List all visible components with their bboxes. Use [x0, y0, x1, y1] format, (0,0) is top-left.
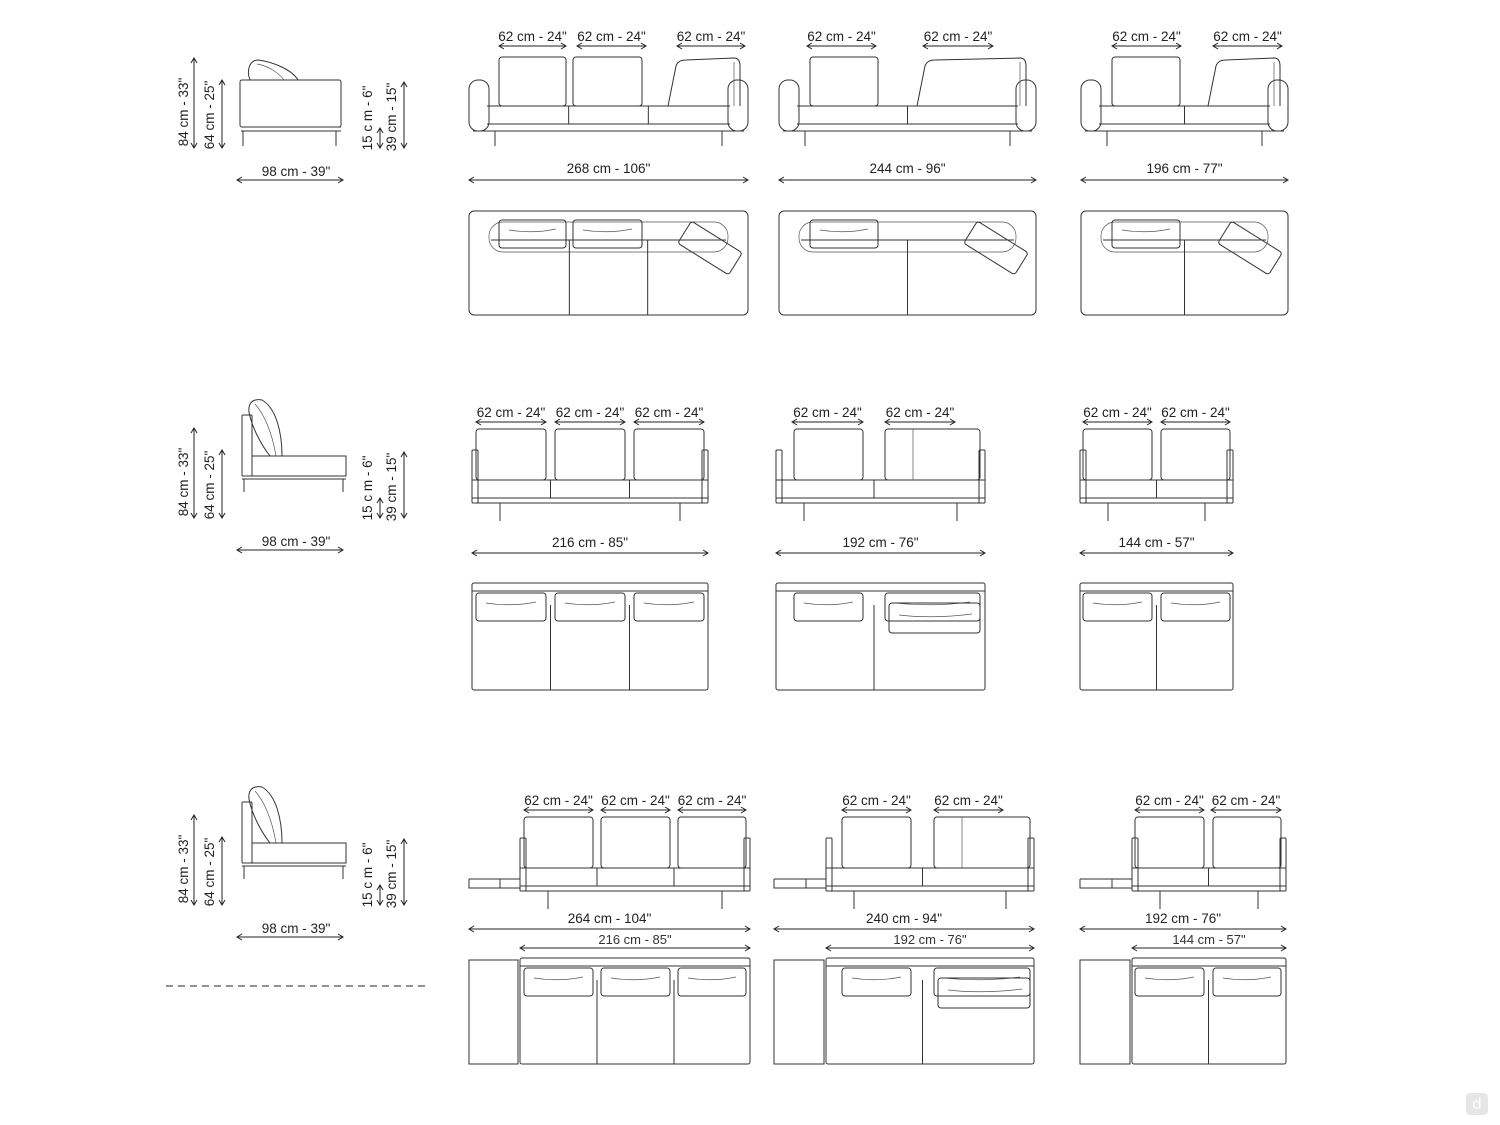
sofa-front-view: 62 cm - 24" 62 cm - 24" 62 cm - 24" 268 cm … [468, 29, 749, 184]
sofa-width-label: 196 cm - 77" [1146, 161, 1222, 176]
sofa-front-view: 62 cm - 24" 62 cm - 24" 144 cm - 57" [1079, 405, 1234, 557]
sofa-plan-view [468, 957, 751, 1065]
sofa-plan-view [1079, 582, 1234, 691]
sofa-front-view: 62 cm - 24" 62 cm - 24" 240 cm - 94" 192 cm… [773, 793, 1035, 952]
cushion-width-label: 62 cm - 24" [498, 29, 567, 44]
cushion-width-label: 62 cm - 24" [842, 793, 911, 808]
sofa-plan-view [471, 582, 709, 691]
sofa-front-view: 62 cm - 24" 62 cm - 24" 192 cm - 76" 144 cm… [1079, 793, 1287, 952]
cushion-width-label: 62 cm - 24" [793, 405, 862, 420]
sofa-plan-view [1080, 210, 1289, 316]
cushion-width-label: 62 cm - 24" [1213, 29, 1282, 44]
dimension-label-seat-height: 39 cm - 15" [384, 83, 399, 152]
dimension-label-leg-height: 15 c m - 6" [360, 842, 375, 907]
watermark-logo-icon: d [1466, 1093, 1488, 1115]
dimension-label-height-arm: 64 cm - 25" [202, 451, 217, 520]
cushion-width-label: 62 cm - 24" [677, 29, 746, 44]
sofa-front-view: 62 cm - 24" 62 cm - 24" 62 cm - 24" 216 cm … [471, 405, 709, 557]
dimension-label-height-arm: 64 cm - 25" [202, 81, 217, 150]
cushion-width-label: 62 cm - 24" [1112, 29, 1181, 44]
dimension-label-height-total: 84 cm - 33" [176, 448, 191, 517]
cushion-width-label: 62 cm - 24" [556, 405, 625, 420]
sofa-plan-view [778, 210, 1037, 316]
cushion-width-label: 62 cm - 24" [678, 793, 747, 808]
dimension-label-leg-height: 15 c m - 6" [360, 85, 375, 150]
cushion-width-label: 62 cm - 24" [577, 29, 646, 44]
sofa-width-label: 216 cm - 85" [552, 535, 628, 550]
sofa-plan-view [773, 957, 1035, 1065]
cushion-width-label: 62 cm - 24" [635, 405, 704, 420]
dimension-label-depth: 98 cm - 39" [262, 534, 331, 549]
side-profile-view: 84 cm - 33" 64 cm - 25" 15 c m - 6" 39 cm -… [176, 786, 408, 941]
cushion-width-label: 62 cm - 24" [1083, 405, 1152, 420]
sofa-front-view: 62 cm - 24" 62 cm - 24" 244 cm - 96" [778, 29, 1037, 184]
sofa-plan-view [1079, 957, 1287, 1065]
cushion-width-label: 62 cm - 24" [934, 793, 1003, 808]
sofa-width-label: 240 cm - 94" [866, 911, 942, 926]
cushion-width-label: 62 cm - 24" [601, 793, 670, 808]
sofa-width-label: 268 cm - 106" [567, 161, 651, 176]
dimension-label-height-total: 84 cm - 33" [176, 835, 191, 904]
cushion-width-label: 62 cm - 24" [524, 793, 593, 808]
sofa-width-label: 192 cm - 76" [1145, 911, 1221, 926]
sofa-width-label: 144 cm - 57" [1118, 535, 1194, 550]
cushion-width-label: 62 cm - 24" [1161, 405, 1230, 420]
sofa-width-label: 264 cm - 104" [568, 911, 652, 926]
side-profile-view: 84 cm - 33" 64 cm - 25" 15 c m - 6" 39 cm -… [176, 57, 408, 184]
cushion-width-label: 62 cm - 24" [807, 29, 876, 44]
dimension-label-depth: 98 cm - 39" [262, 164, 331, 179]
sofa-width-label: 192 cm - 76" [842, 535, 918, 550]
dimension-label-height-total: 84 cm - 33" [176, 78, 191, 147]
side-profile-view: 84 cm - 33" 64 cm - 25" 15 c m - 6" 39 cm -… [176, 399, 408, 554]
seat-width-label: 192 cm - 76" [893, 932, 967, 947]
cushion-width-label: 62 cm - 24" [924, 29, 993, 44]
sofa-width-label: 244 cm - 96" [869, 161, 945, 176]
seat-width-label: 216 cm - 85" [598, 932, 672, 947]
dimension-label-depth: 98 cm - 39" [262, 921, 331, 936]
sofa-plan-view [775, 582, 986, 691]
sofa-front-view: 62 cm - 24" 62 cm - 24" 192 cm - 76" [775, 405, 986, 557]
seat-width-label: 144 cm - 57" [1172, 932, 1246, 947]
dimension-label-seat-height: 39 cm - 15" [384, 453, 399, 522]
dimension-label-leg-height: 15 c m - 6" [360, 455, 375, 520]
dimension-label-height-arm: 64 cm - 25" [202, 838, 217, 907]
dimension-label-seat-height: 39 cm - 15" [384, 840, 399, 909]
cushion-width-label: 62 cm - 24" [1135, 793, 1204, 808]
cushion-width-label: 62 cm - 24" [477, 405, 546, 420]
sofa-front-view: 62 cm - 24" 62 cm - 24" 196 cm - 77" [1080, 29, 1289, 184]
sofa-plan-view [468, 210, 749, 316]
cushion-width-label: 62 cm - 24" [886, 405, 955, 420]
cushion-width-label: 62 cm - 24" [1212, 793, 1281, 808]
sofa-front-view: 62 cm - 24" 62 cm - 24" 62 cm - 24" 264 cm … [468, 793, 751, 952]
